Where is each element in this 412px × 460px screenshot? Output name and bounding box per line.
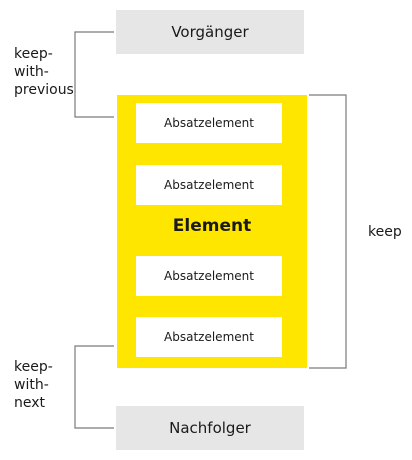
paragraph-element-3: Absatzelement — [136, 256, 282, 296]
keep-with-previous-label: keep- with- previous — [14, 46, 74, 98]
successor-box: Nachfolger — [116, 406, 304, 450]
keep-label: keep — [368, 224, 402, 240]
element-label: Element — [172, 216, 252, 236]
predecessor-label: Vorgänger — [171, 23, 249, 41]
paragraph-label: Absatzelement — [164, 269, 254, 283]
predecessor-box: Vorgänger — [116, 10, 304, 54]
paragraph-element-1: Absatzelement — [136, 103, 282, 143]
paragraph-element-2: Absatzelement — [136, 165, 282, 205]
paragraph-label: Absatzelement — [164, 178, 254, 192]
paragraph-label: Absatzelement — [164, 330, 254, 344]
paragraph-label: Absatzelement — [164, 116, 254, 130]
successor-label: Nachfolger — [169, 419, 251, 437]
keep-bracket — [309, 94, 347, 369]
keep-with-next-bracket — [74, 345, 114, 429]
paragraph-element-4: Absatzelement — [136, 317, 282, 357]
keep-with-previous-bracket — [74, 31, 114, 118]
keep-with-next-label: keep- with- next — [14, 359, 53, 411]
